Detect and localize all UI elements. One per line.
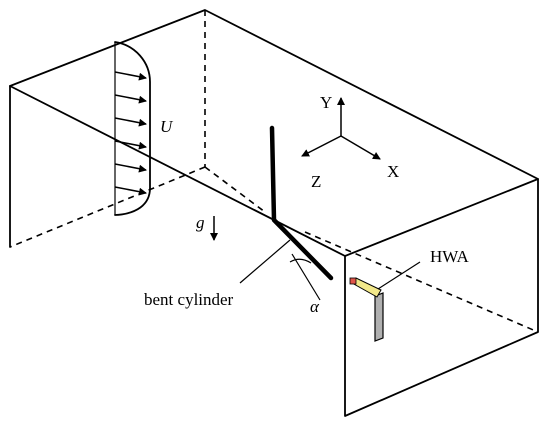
angle-label: α xyxy=(310,297,320,316)
axis-y-label: Y xyxy=(320,93,332,112)
coordinate-axes: Y X Z xyxy=(301,93,399,191)
velocity-label: U xyxy=(160,117,174,136)
hwa-probe: HWA xyxy=(349,247,469,342)
axis-z-label: Z xyxy=(311,172,321,191)
probe-tip xyxy=(349,277,357,285)
bent-cylinder: bent cylinder xyxy=(144,125,334,309)
box-outline xyxy=(9,9,539,417)
hidden-box-edges xyxy=(9,10,539,333)
probe-support xyxy=(374,292,384,342)
gravity-label: g xyxy=(196,213,205,232)
axis-x-label: X xyxy=(387,162,399,181)
probe-leader xyxy=(377,261,421,290)
cylinder-leader xyxy=(239,239,291,284)
velocity-arrows xyxy=(114,71,147,196)
cylinder-label: bent cylinder xyxy=(144,290,234,309)
velocity-profile: U xyxy=(114,41,174,216)
probe-label: HWA xyxy=(430,247,469,266)
gravity-indicator: g xyxy=(196,213,218,241)
angle-marker: α xyxy=(289,253,321,316)
